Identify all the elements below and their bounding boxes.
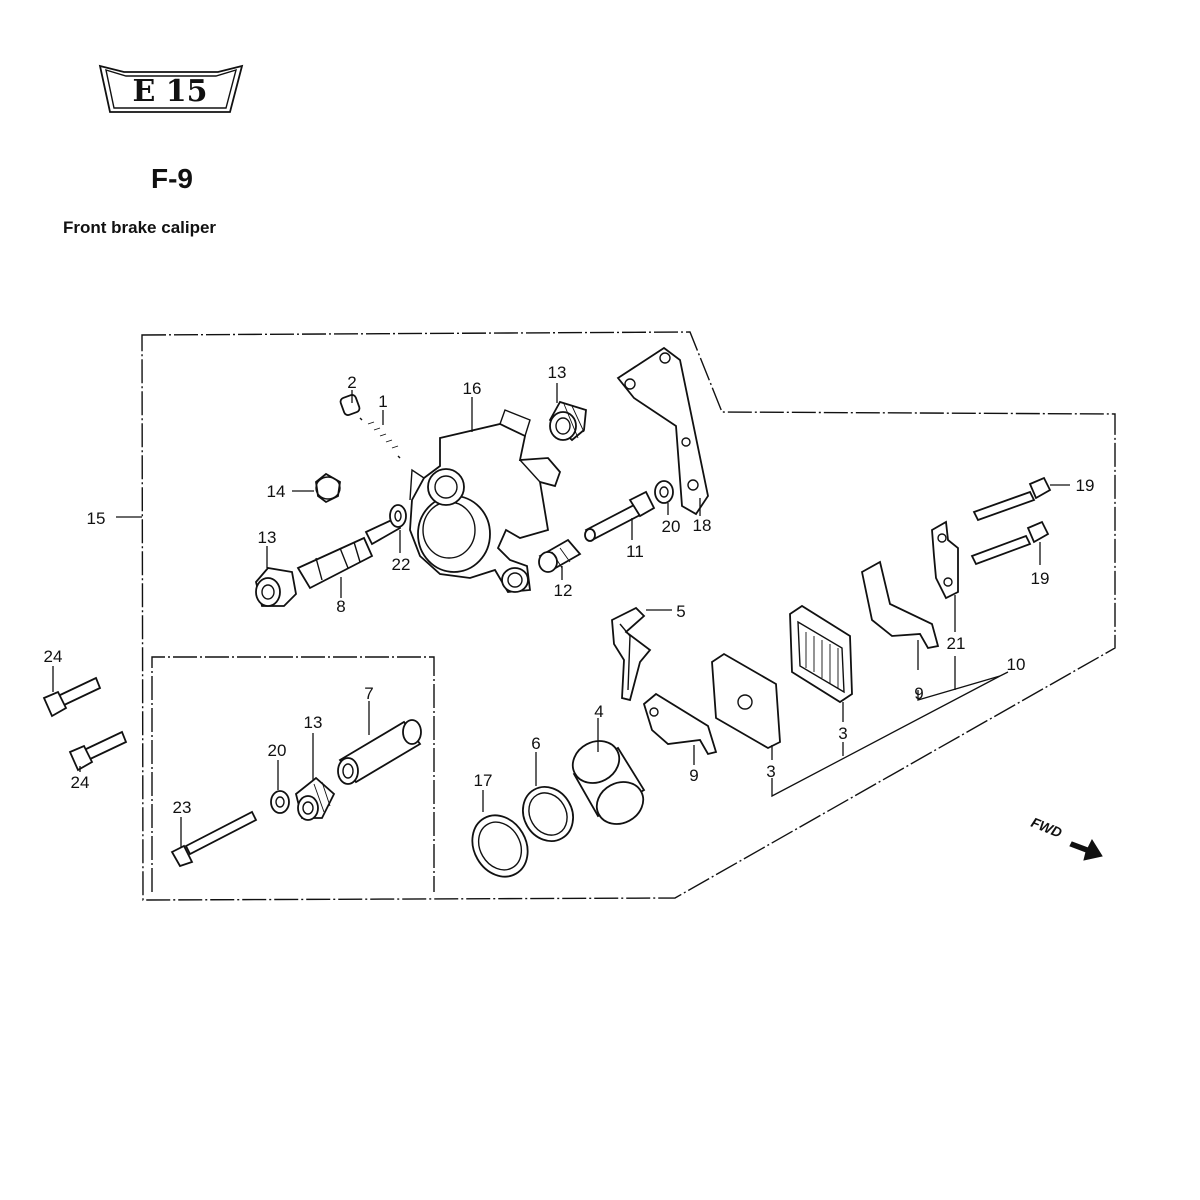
diagram-title: Front brake caliper	[63, 218, 216, 237]
subassembly-boundary	[151, 656, 435, 892]
fwd-label: FWD	[1029, 814, 1065, 841]
part-label-5: 5	[676, 602, 685, 621]
bolt-23	[170, 810, 258, 868]
dust-seal	[471, 814, 529, 878]
bolt-24-bottom	[68, 730, 128, 772]
part-label-3-left: 3	[766, 762, 775, 781]
pad-set-bracket	[771, 656, 1009, 798]
part-label-20-top: 20	[662, 517, 681, 536]
part-label-24-top: 24	[44, 647, 63, 666]
part-label-24-bottom: 24	[71, 773, 90, 792]
pad-spring	[611, 606, 652, 702]
boot-inner	[294, 776, 336, 821]
part-label-9-right: 9	[914, 684, 923, 703]
brake-pad-left	[711, 652, 781, 750]
brake-pad-right	[789, 604, 853, 704]
assembly-boundary	[141, 331, 1116, 901]
caliper-body	[409, 409, 562, 593]
caliper-bracket	[616, 346, 709, 516]
part-label-16: 16	[463, 379, 482, 398]
pad-shim-left	[642, 692, 718, 756]
dust-cap	[315, 472, 341, 504]
part-label-4: 4	[594, 702, 603, 721]
caliper-piston	[571, 740, 646, 825]
part-label-18: 18	[693, 516, 712, 535]
part-label-19-top: 19	[1076, 476, 1095, 495]
part-label-20-inner: 20	[268, 741, 287, 760]
part-labels: 2 1 16 13 14 15 13 22 8 20 18 11 12 19 1…	[44, 363, 1095, 817]
bolt-19-top	[972, 476, 1052, 522]
guide-pin	[584, 490, 656, 542]
pad-retainer	[931, 520, 959, 600]
bleeder-screw	[359, 417, 401, 459]
bolt-24-top	[42, 676, 102, 718]
part-label-1-2: 2	[347, 373, 356, 392]
boot-top	[548, 400, 587, 442]
part-label-14: 14	[267, 482, 286, 501]
part-label-21: 21	[947, 634, 966, 653]
part-label-23: 23	[173, 798, 192, 817]
part-label-13-left: 13	[258, 528, 277, 547]
arrow-right-icon	[1069, 838, 1103, 861]
boot-left	[255, 567, 297, 607]
pad-shim-right	[860, 560, 940, 650]
diagram-code: F-9	[151, 163, 193, 194]
part-label-12: 12	[554, 581, 573, 600]
part-label-6: 6	[531, 734, 540, 753]
washer-20-inner	[270, 790, 290, 814]
slide-pin-7	[337, 719, 422, 785]
boot-12	[538, 538, 582, 573]
part-label-13-inner: 13	[304, 713, 323, 732]
washer-22	[389, 504, 407, 528]
part-label-15: 15	[87, 509, 106, 528]
section-badge: E 15	[98, 64, 244, 113]
part-label-7: 7	[364, 684, 373, 703]
piston-seal	[522, 786, 574, 842]
forward-direction-indicator: FWD	[1029, 814, 1103, 861]
part-label-17: 17	[474, 771, 493, 790]
part-label-1: 1	[378, 392, 387, 411]
part-label-3-right: 3	[838, 724, 847, 743]
section-badge-text: E 15	[132, 74, 207, 109]
part-label-11: 11	[626, 542, 644, 561]
part-label-22: 22	[392, 555, 411, 574]
part-label-19-bottom: 19	[1031, 569, 1050, 588]
bolt-19-bottom	[970, 520, 1050, 566]
part-label-8: 8	[336, 597, 345, 616]
part-label-9-left: 9	[689, 766, 698, 785]
slide-pin	[296, 516, 402, 590]
part-label-10: 10	[1007, 655, 1026, 674]
part-label-13-top: 13	[548, 363, 567, 382]
washer-20-top	[654, 480, 674, 504]
bleeder-cap	[339, 394, 361, 416]
